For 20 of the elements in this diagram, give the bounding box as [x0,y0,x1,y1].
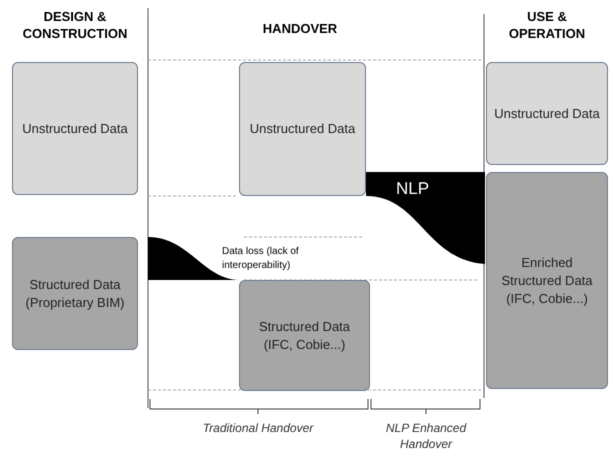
box-text: Structured Data (Proprietary BIM) [24,276,126,312]
nlp-band [366,172,485,264]
box-text: Enriched Structured Data (IFC, Cobie...) [500,254,594,308]
column-heading: HANDOVER [262,20,338,37]
band-label: NLP [396,178,430,200]
column-heading: USE & OPERATION [508,8,586,42]
data-box [486,62,608,165]
box-text: Unstructured Data [22,120,128,138]
bracket-label: Traditional Handover [202,420,315,436]
bracket-label: NLP Enhanced Handover [384,420,468,452]
data-box [239,62,366,196]
data-box [239,280,370,391]
data-box [486,172,608,389]
column-heading: DESIGN & CONSTRUCTION [22,8,128,42]
data-box [12,237,138,350]
data-box [12,62,138,195]
box-text: Structured Data (IFC, Cobie...) [258,318,352,354]
annotation-text: Data loss (lack of interoperability) [222,245,300,273]
box-text: Unstructured Data [494,104,600,122]
box-text: Unstructured Data [250,120,356,138]
